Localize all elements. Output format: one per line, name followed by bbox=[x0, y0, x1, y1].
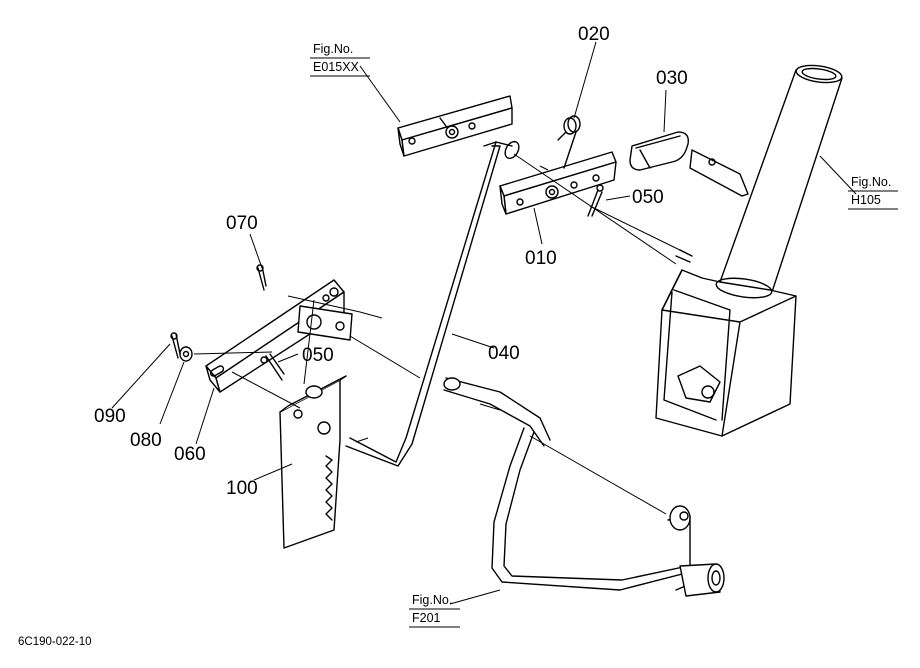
label-050-lower: 050 bbox=[302, 345, 334, 366]
figure-ref-f201-code: F201 bbox=[412, 611, 441, 625]
part-050-upper-drawing bbox=[587, 184, 604, 217]
label-050-upper: 050 bbox=[632, 187, 664, 208]
leader-020 bbox=[573, 41, 597, 119]
part-050-lower-drawing bbox=[260, 353, 285, 381]
leader-040 bbox=[451, 333, 495, 349]
figure-ref-h105-title: Fig.No. bbox=[851, 175, 891, 189]
label-100: 100 bbox=[226, 478, 258, 499]
leader-080 bbox=[159, 361, 185, 425]
leader-070 bbox=[249, 233, 263, 269]
label-070: 070 bbox=[226, 213, 258, 234]
part-010-drawing bbox=[499, 151, 617, 215]
part-020-drawing bbox=[557, 115, 581, 169]
leader-050-upper bbox=[605, 195, 631, 201]
bracket-e015-drawing bbox=[397, 95, 513, 157]
assembly-lines bbox=[193, 153, 689, 515]
figure-ref-h105[interactable]: Fig.No. H105 bbox=[848, 175, 898, 210]
figure-ref-f201[interactable]: Fig.No. F201 bbox=[409, 593, 460, 628]
part-030-drawing bbox=[629, 131, 689, 171]
leader-h105 bbox=[819, 155, 857, 195]
part-080-drawing bbox=[179, 346, 193, 362]
label-080: 080 bbox=[130, 430, 162, 451]
leader-010 bbox=[533, 207, 543, 245]
diagram-id: 6C190-022-10 bbox=[18, 636, 92, 648]
label-030: 030 bbox=[656, 68, 688, 89]
leader-100 bbox=[253, 463, 293, 481]
figure-ref-e015[interactable]: Fig.No. E015XX bbox=[310, 42, 370, 77]
label-020: 020 bbox=[578, 24, 610, 45]
leader-e015 bbox=[359, 65, 401, 123]
part-090-drawing bbox=[170, 332, 181, 359]
label-060: 060 bbox=[174, 444, 206, 465]
leader-060 bbox=[195, 387, 215, 445]
column-h105-drawing bbox=[655, 64, 843, 437]
leader-lines bbox=[111, 41, 857, 605]
part-070-drawing bbox=[256, 264, 267, 291]
label-010: 010 bbox=[525, 248, 557, 269]
pedal-f201-drawing bbox=[443, 377, 725, 597]
part-040-drawing bbox=[345, 140, 520, 467]
figure-ref-f201-title: Fig.No. bbox=[412, 593, 452, 607]
figure-ref-h105-code: H105 bbox=[851, 193, 881, 207]
label-090: 090 bbox=[94, 406, 126, 427]
figure-ref-e015-code: E015XX bbox=[313, 60, 360, 74]
label-040: 040 bbox=[488, 343, 520, 364]
figure-ref-e015-title: Fig.No. bbox=[313, 42, 353, 56]
leader-050-lower bbox=[277, 353, 299, 363]
leader-f201 bbox=[449, 589, 501, 605]
leader-090 bbox=[111, 343, 171, 409]
leader-030 bbox=[663, 89, 667, 133]
part-100-drawing bbox=[279, 375, 347, 549]
